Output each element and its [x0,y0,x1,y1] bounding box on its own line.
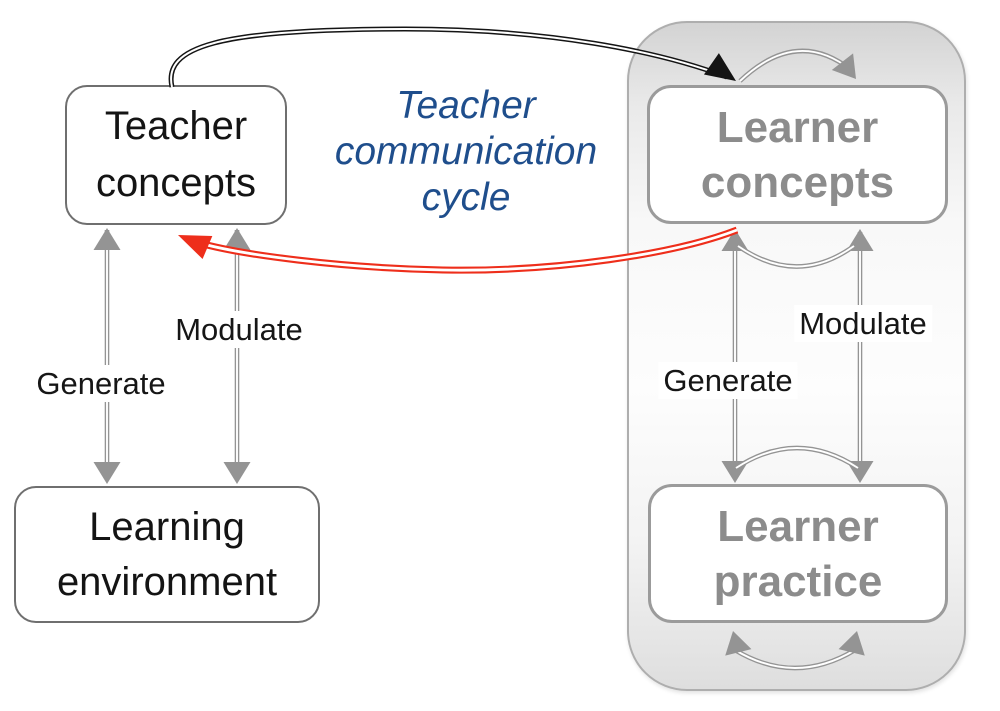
arrow-generate-teacher [93,228,121,484]
edge-label-modulate-learner: Modulate [794,305,932,342]
node-learner-practice-label: Learner practice [713,501,883,606]
edge-label-generate-teacher: Generate [31,365,171,402]
node-learner-concepts-label: Learner concepts [700,102,895,207]
edge-label-generate-learner: Generate [658,362,798,399]
node-teacher-concepts-label: Teacher concepts [95,104,257,205]
node-teacher-concepts: Teacher concepts [65,85,287,225]
arrow-modulate-teacher [223,228,251,484]
node-learning-environment: Learning environment [14,486,320,623]
edge-label-modulate-teacher: Modulate [170,311,308,348]
cycle-annotation: Teacher communication cycle [334,84,598,219]
node-learner-practice: Learner practice [648,484,948,623]
node-learning-environment-label: Learning environment [56,504,278,604]
node-learner-concepts: Learner concepts [647,85,948,224]
